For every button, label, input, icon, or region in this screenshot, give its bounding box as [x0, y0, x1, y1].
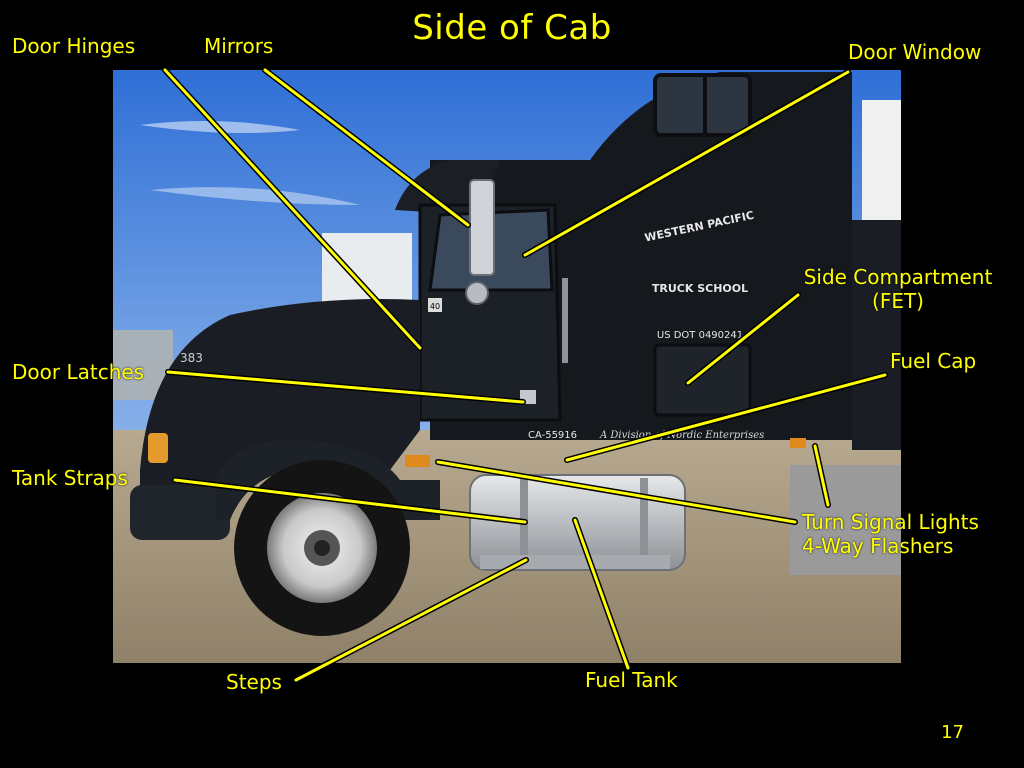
callout-side-compartment: [686, 293, 800, 385]
callout-fuel-tank: [573, 518, 630, 670]
slide-title: Side of Cab: [412, 8, 612, 48]
label-side-compartment: Side Compartment (FET): [788, 265, 1008, 313]
callout-turn-signal: [436, 460, 797, 524]
label-four-way-flashers: 4-Way Flashers: [802, 534, 954, 558]
mirror-shape: [469, 179, 495, 276]
door-sticker: 40: [430, 302, 440, 311]
callout-door-latches: [166, 370, 525, 404]
callout-steps: [294, 558, 528, 682]
hood-number: 383: [180, 351, 203, 365]
label-tank-straps: Tank Straps: [12, 466, 128, 490]
cab-text-dot: US DOT 0490241: [657, 330, 743, 341]
label-fuel-tank: Fuel Tank: [585, 668, 678, 692]
callout-mirrors: [263, 68, 470, 227]
label-turn-signal: Turn Signal Lights 4-Way Flashers: [802, 510, 979, 558]
label-door-latches: Door Latches: [12, 360, 145, 384]
callout-lines: [162, 67, 888, 683]
label-side-compartment-line1: Side Compartment: [803, 265, 993, 289]
callout-door-window: [523, 70, 850, 257]
callout-turn-signal-rear: [813, 444, 830, 507]
cab-text-ca: CA-55916: [528, 430, 577, 441]
callout-tank-straps: [173, 478, 527, 524]
truck-hood: [140, 299, 420, 495]
callout-door-hinges: [163, 68, 422, 350]
label-mirrors: Mirrors: [204, 34, 274, 58]
label-door-window: Door Window: [848, 40, 982, 64]
cab-text-division: A Division of Nordic Enterprises: [599, 430, 764, 441]
cab-text-truck-school: TRUCK SCHOOL: [652, 282, 748, 295]
label-side-compartment-line2: (FET): [872, 289, 924, 313]
callout-fuel-cap: [565, 373, 887, 462]
label-turn-signal-lights: Turn Signal Lights: [802, 510, 979, 534]
label-steps: Steps: [226, 670, 282, 694]
label-door-hinges: Door Hinges: [12, 34, 136, 58]
page-number: 17: [941, 722, 964, 743]
label-fuel-cap: Fuel Cap: [890, 349, 977, 373]
